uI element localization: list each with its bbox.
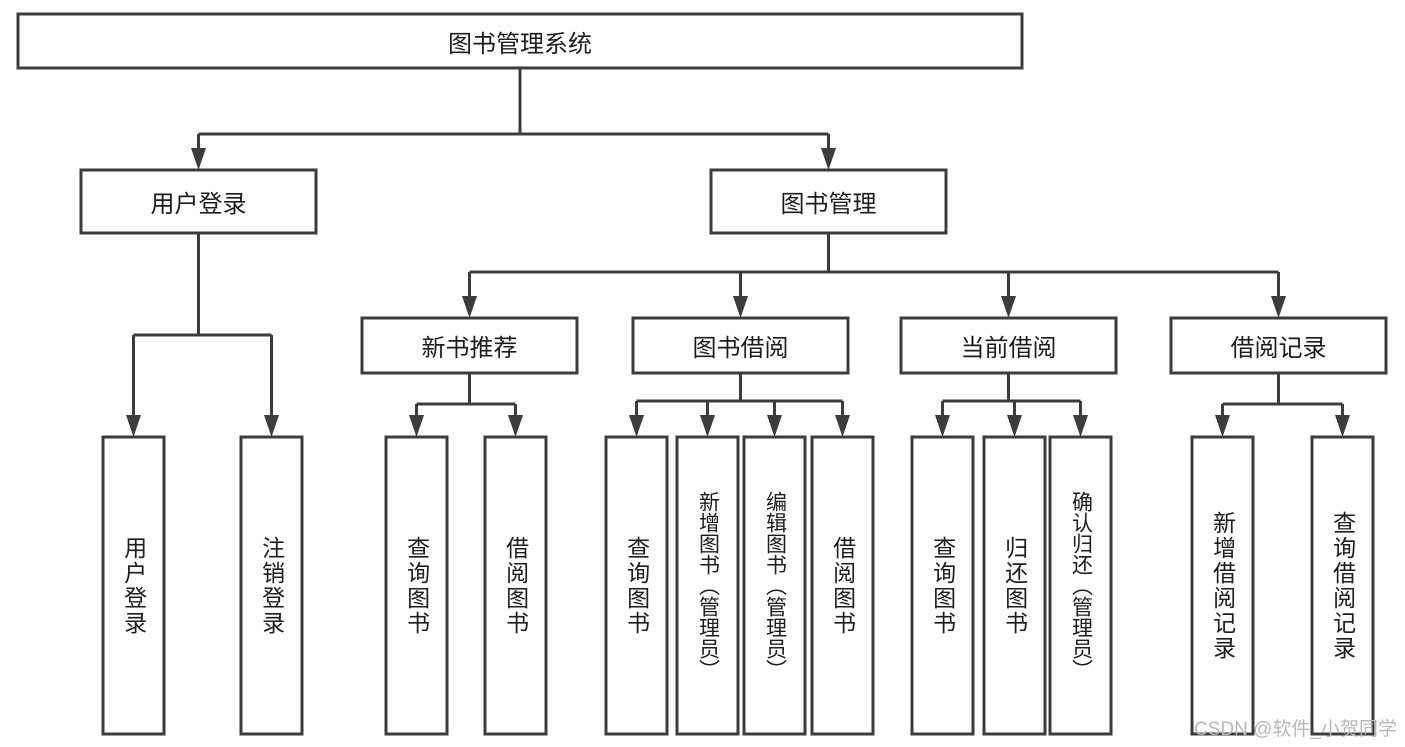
node-box[interactable] [1310,435,1375,736]
arrow-head-icon [191,148,206,170]
node-box[interactable] [982,435,1047,736]
node-leaf_2[interactable] [384,435,449,736]
node-label: 编辑图书（管理员） [763,491,787,680]
node-box[interactable] [910,435,975,736]
arrow-head-icon [508,415,523,437]
node-box[interactable] [899,316,1118,375]
arrow-head-icon [1001,296,1016,318]
node-leaf_9[interactable] [982,435,1047,736]
node-label: 新增借阅记录 [1209,510,1236,661]
node-leaf_3[interactable] [483,435,548,736]
node-leaf_0[interactable] [101,435,166,736]
watermark: CSDN @软件_小贺同学 [1194,719,1397,740]
arrow-head-icon [1007,415,1022,437]
node-box[interactable] [604,435,669,736]
node-label: 新书推荐 [421,335,518,362]
node-leaf_11[interactable] [1190,435,1255,736]
node-label: 图书借阅 [692,335,789,362]
arrow-head-icon [462,296,477,318]
arrow-head-icon [264,415,279,437]
node-leaf_6[interactable] [742,435,807,736]
node-box[interactable] [101,435,166,736]
node-box[interactable] [742,435,807,736]
node-leaf_10[interactable] [1048,435,1113,736]
arrow-head-icon [629,415,644,437]
node-box[interactable] [1048,435,1113,736]
node-l2_0[interactable] [360,316,579,375]
node-l2_3[interactable] [1169,316,1388,375]
node-label: 借阅图书 [829,535,856,636]
node-leaf_7[interactable] [810,435,875,736]
node-label: 用户登录 [120,535,147,636]
node-l2_1[interactable] [631,316,850,375]
node-box[interactable] [810,435,875,736]
node-l2_2[interactable] [899,316,1118,375]
node-label: 图书管理系统 [448,30,592,58]
node-leaf_4[interactable] [604,435,669,736]
node-box[interactable] [709,168,948,235]
arrow-head-icon [1073,415,1088,437]
node-label: 查询图书 [623,535,650,636]
node-box[interactable] [384,435,449,736]
node-label: 归还图书 [1001,535,1028,636]
node-box[interactable] [483,435,548,736]
arrow-head-icon [1335,415,1350,437]
arrow-head-icon [935,415,950,437]
node-label: 当前借阅 [960,335,1057,362]
node-label: 确认归还（管理员） [1069,491,1093,680]
node-box[interactable] [1169,316,1388,375]
arrow-head-icon [733,296,748,318]
node-leaf_8[interactable] [910,435,975,736]
arrow-head-icon [767,415,782,437]
node-box[interactable] [360,316,579,375]
arrow-head-icon [1215,415,1230,437]
node-leaf_12[interactable] [1310,435,1375,736]
node-label: 借阅记录 [1230,335,1327,362]
node-label: 借阅图书 [502,535,529,636]
node-l1_0[interactable] [79,168,318,235]
arrow-head-icon [1271,296,1286,318]
arrow-head-icon [409,415,424,437]
node-root[interactable] [16,12,1024,70]
node-label: 用户登录 [150,191,247,218]
node-box[interactable] [675,435,740,736]
node-label: 查询借阅记录 [1329,510,1356,661]
node-label: 查询图书 [929,535,956,636]
node-l1_1[interactable] [709,168,948,235]
node-box[interactable] [1190,435,1255,736]
connector-group [126,68,1350,437]
node-label: 注销登录 [258,535,285,636]
arrow-head-icon [126,415,141,437]
node-box[interactable] [79,168,318,235]
node-label: 新增图书（管理员） [696,491,720,680]
node-label: 图书管理 [780,191,877,218]
arrow-head-icon [700,415,715,437]
node-box[interactable] [631,316,850,375]
node-label: 查询图书 [403,535,430,636]
node-leaf_5[interactable] [675,435,740,736]
node-box[interactable] [239,435,304,736]
arrow-head-icon [821,148,836,170]
node-box[interactable] [16,12,1024,70]
arrow-head-icon [835,415,850,437]
node-leaf_1[interactable] [239,435,304,736]
